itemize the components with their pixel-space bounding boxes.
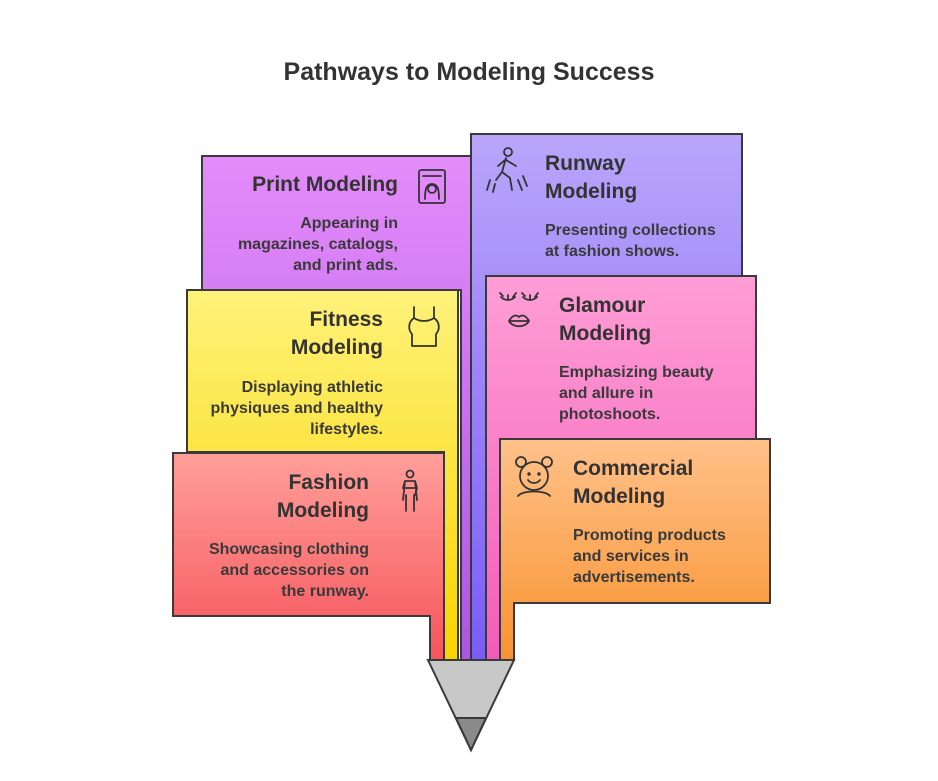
- print-desc-line-1: Appearing in: [300, 215, 398, 232]
- commercial-desc-line-1: Promoting products: [573, 527, 726, 544]
- fitness-desc-line-2: physiques and healthy: [210, 400, 383, 417]
- glamour-desc-line-1: Emphasizing beauty: [559, 364, 714, 381]
- magazine-icon: [418, 169, 446, 204]
- print-desc-line-2: magazines, catalogs,: [237, 236, 398, 253]
- commercial-title-line-1: Commercial: [573, 457, 694, 480]
- print-desc-line-3: and print ads.: [293, 257, 398, 274]
- runway-title-line-2: Modeling: [545, 180, 638, 203]
- tank-top-icon: [408, 306, 440, 347]
- fitness-desc-line-3: lifestyles.: [310, 421, 383, 438]
- glamour-desc-line-3: photoshoots.: [559, 406, 661, 423]
- fashion-title-line-1: Fashion: [288, 471, 369, 494]
- fitness-title-line-2: Modeling: [290, 336, 383, 359]
- card-commercial-modeling: [499, 438, 771, 661]
- glamour-desc-line-2: and allure in: [559, 385, 654, 402]
- fitness-title-line-1: Fitness: [309, 308, 383, 331]
- print-title: Print Modeling: [252, 173, 398, 196]
- smiling-face-icon: [515, 456, 553, 497]
- fashion-figure-icon: [402, 469, 418, 512]
- fitness-desc-line-1: Displaying athletic: [241, 379, 383, 396]
- fashion-desc-line-3: the runway.: [281, 583, 369, 600]
- diagram-title: Pathways to Modeling Success: [283, 58, 655, 86]
- glamour-title-line-2: Modeling: [559, 322, 652, 345]
- runway-title-line-1: Runway: [545, 152, 626, 175]
- glamour-title-line-1: Glamour: [559, 294, 646, 317]
- commercial-title-line-2: Modeling: [573, 485, 666, 508]
- fashion-desc-line-2: and accessories on: [220, 562, 369, 579]
- fashion-desc-line-1: Showcasing clothing: [208, 541, 369, 558]
- commercial-desc-line-3: advertisements.: [573, 569, 695, 586]
- pencil-lead: [454, 717, 488, 753]
- runway-desc-line-1: Presenting collections: [545, 222, 716, 239]
- runway-walker-icon: [486, 147, 528, 193]
- lips-lashes-icon: [499, 292, 539, 328]
- card-fashion-modeling: [172, 452, 445, 661]
- fashion-title-line-2: Modeling: [276, 499, 369, 522]
- commercial-desc-line-2: and services in: [573, 548, 689, 565]
- runway-desc-line-2: at fashion shows.: [545, 243, 680, 260]
